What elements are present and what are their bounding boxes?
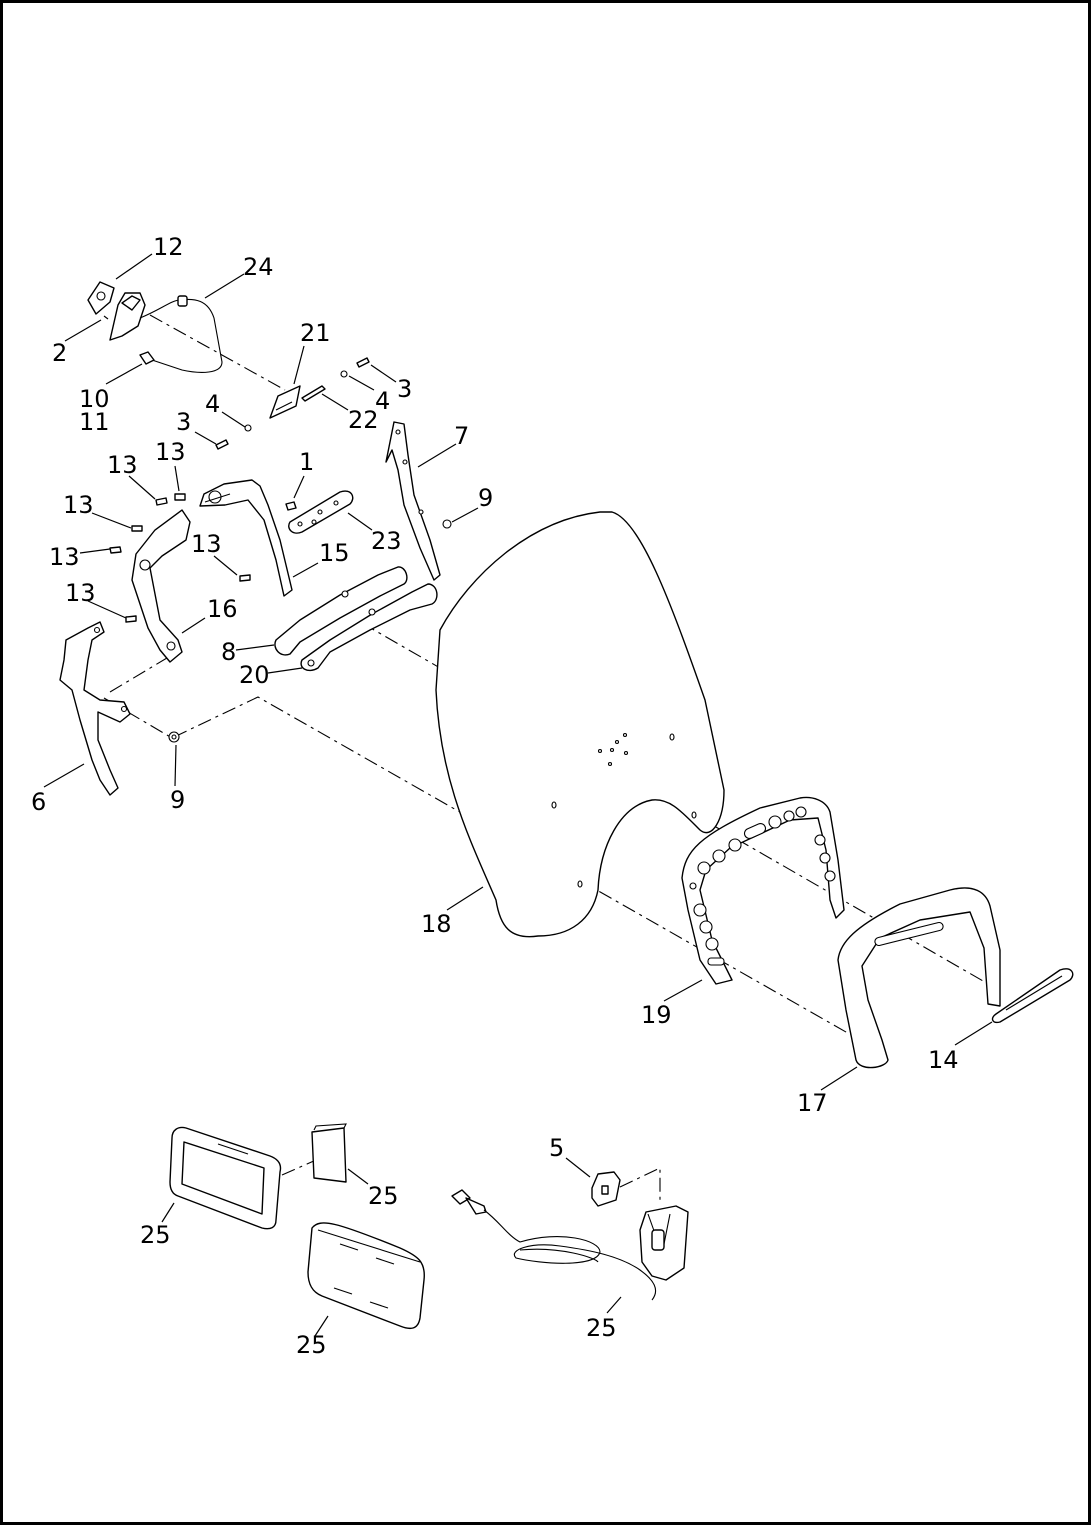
callout-19: 19	[641, 1001, 672, 1029]
washer-9	[168, 519, 452, 743]
callout-7: 7	[454, 422, 469, 450]
mount-plate-21	[269, 385, 326, 419]
callout-11: 11	[79, 408, 110, 436]
switch-harness-assembly	[87, 281, 223, 373]
callout-23: 23	[371, 527, 402, 555]
plate-23	[288, 490, 354, 534]
mount-arm-16	[131, 509, 191, 663]
inner-trim-19	[681, 796, 845, 985]
callout-25: 25	[140, 1221, 171, 1249]
callout-12: 12	[153, 233, 184, 261]
callout-13: 13	[191, 530, 222, 558]
callout-22: 22	[348, 406, 379, 434]
windshield-18	[435, 511, 725, 938]
callout-4: 4	[205, 390, 220, 418]
emblem-14	[991, 968, 1074, 1024]
callout-13: 13	[155, 438, 186, 466]
callout-13: 13	[63, 491, 94, 519]
callout-21: 21	[300, 319, 331, 347]
callout-13: 13	[65, 579, 96, 607]
carry-case-25	[307, 1222, 425, 1330]
right-bracket-7	[385, 421, 441, 581]
callout-24: 24	[243, 253, 274, 281]
callout-25: 25	[368, 1182, 399, 1210]
cross-braces-8-20	[274, 566, 438, 672]
callout-labels: 12 24 2 21 10 11 3 4 22 3 4 7 1 13 13 13…	[31, 233, 959, 1359]
gps-unit-25	[169, 1126, 282, 1230]
callout-15: 15	[319, 539, 350, 567]
battery-card-25	[311, 1123, 347, 1183]
callout-8: 8	[221, 638, 236, 666]
callout-13: 13	[107, 451, 138, 479]
screws-13	[109, 493, 251, 623]
callout-9: 9	[170, 786, 185, 814]
callout-10: 10	[79, 385, 110, 413]
left-bracket-6	[59, 621, 131, 796]
callout-16: 16	[207, 595, 238, 623]
leader-lines	[43, 253, 993, 1337]
callout-1: 1	[299, 448, 314, 476]
callout-18: 18	[421, 910, 452, 938]
callout-25: 25	[296, 1331, 327, 1359]
callout-6: 6	[31, 788, 46, 816]
charger-25	[451, 1189, 689, 1301]
callout-4: 4	[375, 387, 390, 415]
callout-17: 17	[797, 1089, 828, 1117]
mount-arm-15	[199, 479, 297, 597]
callout-2: 2	[52, 339, 67, 367]
plug-adapter-5	[591, 1171, 621, 1207]
outer-trim-17	[837, 887, 1001, 1069]
callout-9: 9	[478, 484, 493, 512]
callout-3: 3	[397, 375, 412, 403]
fasteners-3-4	[215, 357, 370, 450]
callout-3: 3	[176, 408, 191, 436]
callout-20: 20	[239, 661, 270, 689]
callout-14: 14	[928, 1046, 959, 1074]
callout-13: 13	[49, 543, 80, 571]
callout-5: 5	[549, 1134, 564, 1162]
callout-25: 25	[586, 1314, 617, 1342]
